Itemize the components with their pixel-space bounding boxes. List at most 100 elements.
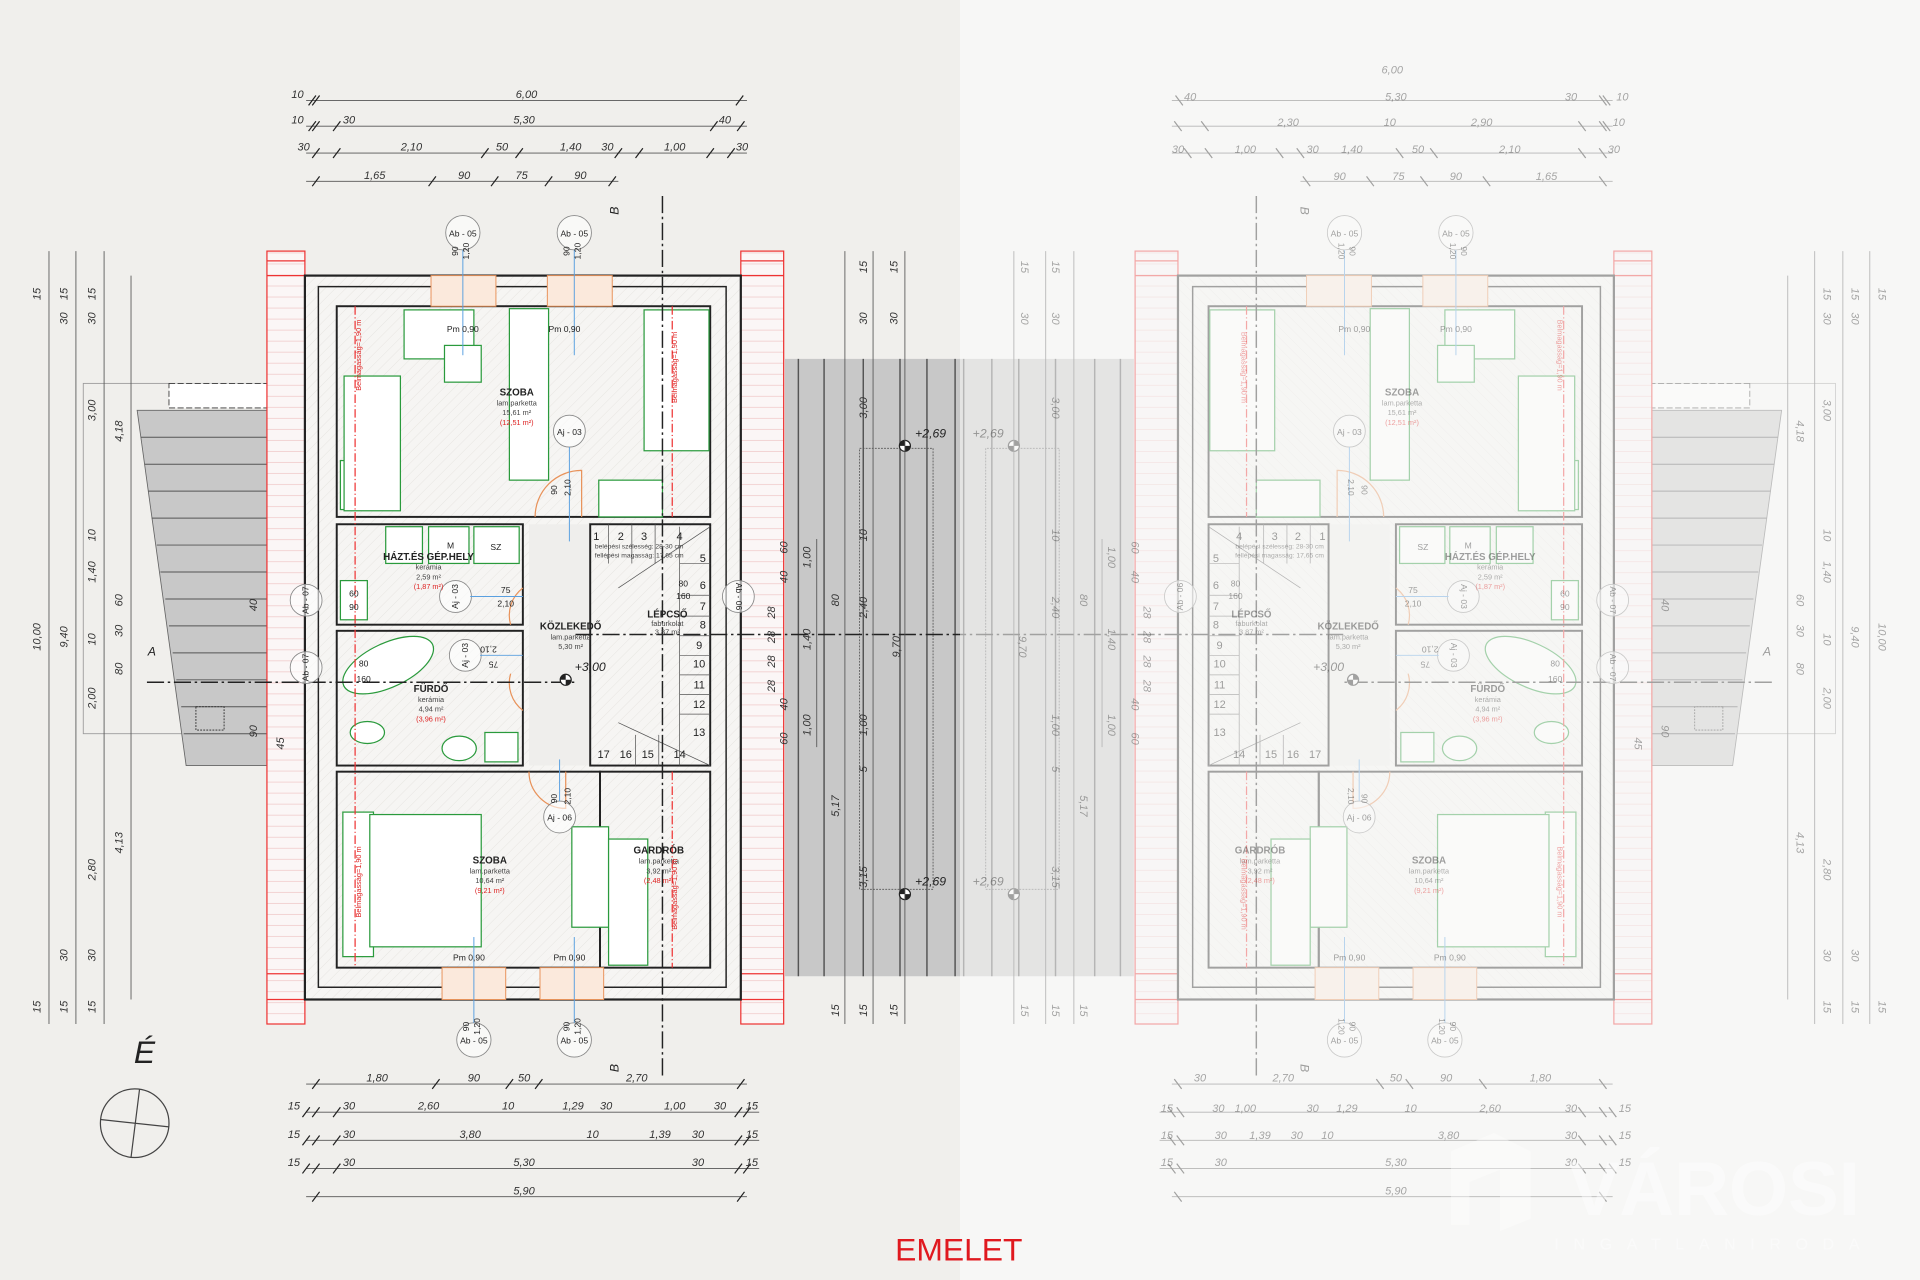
room-name: GARDRÓB [634, 845, 685, 857]
dimension-label: 1,40 [1820, 561, 1832, 583]
dimension-label: 5,30 [1385, 1157, 1407, 1169]
room-net-area: (12,51 m²) [1385, 418, 1419, 427]
window-height: 1,20 [472, 1018, 482, 1035]
dimension-label: 9,40 [1848, 626, 1860, 648]
dimension-label: 10,00 [1875, 623, 1887, 651]
headroom-note: Belmagasság=1,90 m [670, 332, 679, 403]
dimension-label: 30 [858, 311, 870, 324]
stair-treads [608, 524, 711, 766]
stair-step-number: 6 [700, 580, 706, 592]
fixture-dim: 80 [679, 579, 689, 589]
section-b-label: B [607, 1064, 621, 1072]
window-width: 90 [1347, 246, 1357, 256]
stair-step-number: 14 [1233, 749, 1245, 761]
room-floor: lam.parketta [470, 866, 511, 875]
fixture-dim: 80 [359, 658, 369, 668]
stair-step-number: 2 [618, 531, 624, 543]
dimension-label: 2,70 [1272, 1073, 1295, 1085]
dimension-label: 2,80 [1820, 858, 1832, 881]
dimension-label: 15 [889, 260, 901, 273]
room-name: SZOBA [1385, 388, 1419, 399]
dimension-label: 10 [858, 528, 870, 541]
north-label: É [134, 1034, 156, 1070]
sill-height: Pm 0,90 [453, 952, 485, 962]
dimension-label: 30 [600, 1101, 613, 1113]
dimension-label: 5,30 [1385, 91, 1407, 103]
stair-step-number: 15 [1265, 749, 1277, 761]
dimension-label: 40 [719, 115, 732, 127]
dimension-label: 80 [113, 662, 125, 675]
room-area: 3,87 m² [1239, 627, 1264, 636]
dimension-lines [48, 100, 906, 1198]
door-tag: Aj - 03 [1449, 643, 1459, 668]
dimension-label: 1,00 [664, 1101, 686, 1113]
dimension-label: 10 [291, 89, 304, 101]
room-lepcso [589, 523, 712, 767]
dimension-label: 1,40 [1341, 144, 1363, 156]
window-tag-side: Ab - 07 [301, 654, 311, 682]
dimension-label: 15 [31, 1000, 43, 1013]
dimension-label: 3,00 [858, 396, 870, 418]
washing-machine-label: M [447, 541, 454, 551]
stair-step-number: 4 [1236, 531, 1242, 543]
dimension-label: 5 [1049, 766, 1061, 773]
dimension-label: 90 [1440, 1073, 1453, 1085]
dimension-label: 3,15 [858, 865, 870, 887]
section-a-label: A [1762, 644, 1771, 658]
dimension-label: 5,90 [513, 1185, 535, 1197]
dimension-label: 28 [1141, 654, 1153, 668]
headroom-note: Belmagasság=1,90 m [1556, 320, 1565, 391]
dimension-label: 1,00 [1049, 714, 1061, 736]
dimension-label: 15 [1161, 1103, 1174, 1115]
stair-step-number: 17 [598, 749, 610, 761]
room-szoba-top [335, 305, 712, 518]
dimension-label: 40 [1128, 571, 1140, 584]
stair-step-number: 1 [593, 531, 599, 543]
sill-height: Pm 0,90 [1440, 324, 1472, 334]
room-net-area: (1,87 m²) [1475, 582, 1505, 591]
dimension-label: 75 [1392, 171, 1405, 183]
headroom-note: Belmagasság=1,90 m [354, 320, 363, 391]
dimension-label: 50 [1390, 1073, 1403, 1085]
dimension-label: 3,80 [1438, 1130, 1460, 1142]
dimension-label: 2,40 [858, 596, 870, 619]
room-floor: kerámia [416, 563, 443, 572]
window-openings [430, 275, 613, 1000]
furniture [339, 308, 710, 966]
dimension-label: 30 [343, 1129, 356, 1141]
stair-step-number: 8 [1213, 619, 1219, 631]
dimension-label: 2,60 [1478, 1103, 1501, 1115]
door-width: 90 [549, 485, 559, 495]
level-roof: +2,69 [915, 426, 946, 440]
neighbour-wall-left [266, 250, 306, 1025]
dimension-label: 30 [1565, 1103, 1578, 1115]
fixture-dim: 90 [1560, 602, 1570, 612]
dimension-label: 30 [113, 624, 125, 637]
door-width: 75 [1420, 659, 1430, 669]
window-tag: Ab - 05 [1331, 228, 1359, 238]
dimension-label: 3,80 [459, 1129, 481, 1141]
door-width: 90 [549, 794, 559, 804]
dimension-label: 15 [1820, 288, 1832, 301]
dimension-label: 30 [1820, 312, 1832, 325]
dimension-label: 40 [1659, 599, 1671, 612]
dimension-label: 6,00 [516, 89, 538, 101]
roof-middle-lines [797, 358, 956, 977]
door-tag: Aj - 06 [547, 813, 572, 823]
dimension-label: 10 [587, 1129, 600, 1141]
fixture-dim: 160 [676, 591, 691, 601]
dimension-label: 2,60 [417, 1101, 440, 1113]
dimension-label: 15 [87, 1000, 99, 1013]
dimension-label: 60 [1128, 541, 1140, 554]
room-floor: lam.parketta [1240, 857, 1281, 866]
stair-step-number: 7 [700, 601, 706, 613]
dimension-label: 30 [1565, 1130, 1578, 1142]
dimension-label: 50 [496, 142, 509, 154]
sill-height: Pm 0,90 [447, 324, 479, 334]
room-name: SZOBA [500, 388, 534, 399]
level-floor: +3,00 [575, 660, 606, 674]
dimension-label: 2,80 [87, 858, 99, 881]
window-tag-side: Ab - 07 [1608, 654, 1618, 682]
dimension-label: 15 [746, 1129, 759, 1141]
